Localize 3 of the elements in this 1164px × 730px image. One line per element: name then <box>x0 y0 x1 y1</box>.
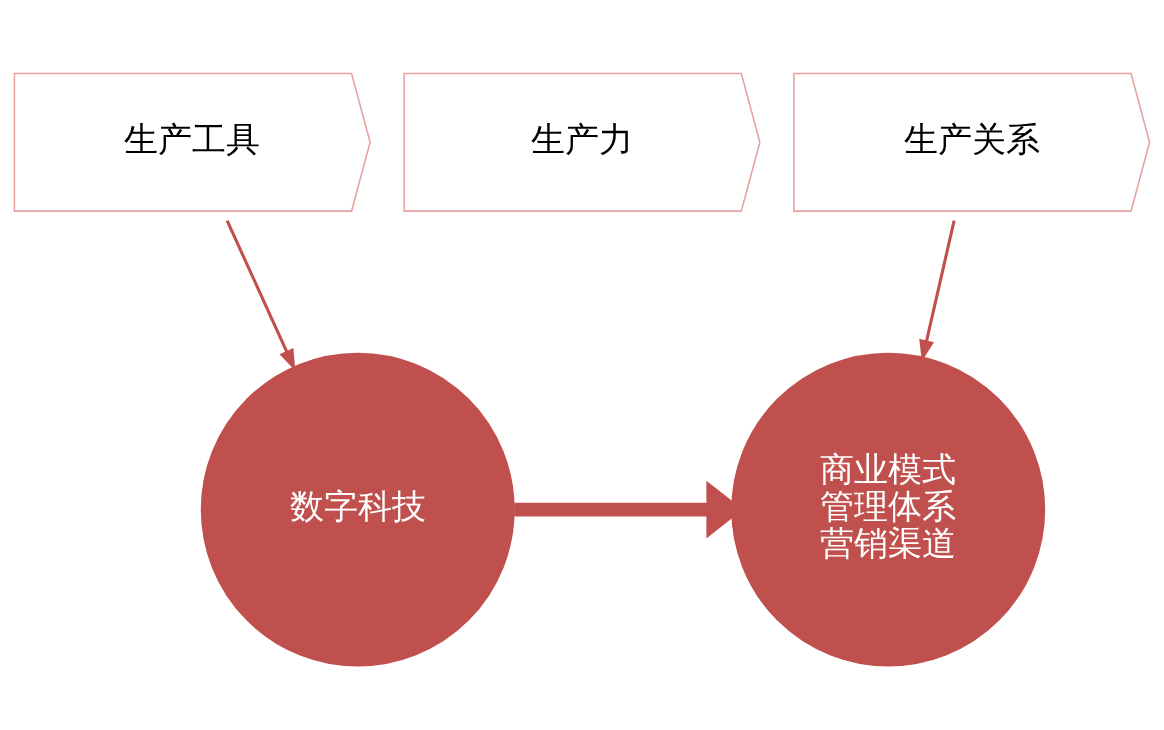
arrow <box>225 220 296 371</box>
node-circle: 商业模式 管理体系 营销渠道 <box>731 352 1046 667</box>
node-circle: 数字科技 <box>200 352 515 667</box>
